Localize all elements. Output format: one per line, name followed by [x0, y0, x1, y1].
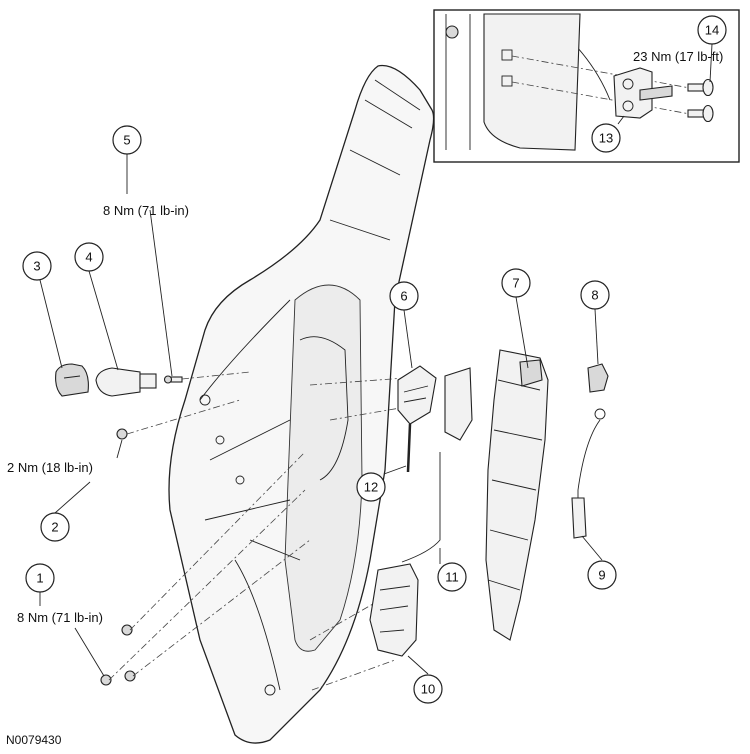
- part-6-latch-actuator: [397, 365, 437, 473]
- callout-8: 8: [580, 280, 610, 310]
- svg-text:14: 14: [705, 23, 719, 38]
- svg-text:3: 3: [33, 259, 40, 274]
- callout-7: 7: [501, 268, 531, 298]
- callout-12: 12: [356, 472, 386, 502]
- torque-label-item-1: 8 Nm (71 lb-in): [17, 610, 103, 625]
- svg-text:5: 5: [123, 133, 130, 148]
- part-4-cylinder: [95, 367, 157, 397]
- rear-door-panel: [168, 64, 435, 744]
- striker-bolts: [687, 78, 714, 123]
- torque-label-item-5: 8 Nm (71 lb-in): [103, 203, 189, 218]
- svg-text:1: 1: [36, 571, 43, 586]
- svg-text:11: 11: [445, 570, 459, 585]
- svg-text:9: 9: [598, 568, 605, 583]
- part-2-nut: [116, 428, 128, 440]
- svg-text:4: 4: [85, 250, 92, 265]
- callout-13: 13: [591, 123, 621, 153]
- svg-text:6: 6: [400, 289, 407, 304]
- part-8-clip: [587, 363, 609, 420]
- svg-text:12: 12: [364, 480, 378, 495]
- part-7-carrier: [444, 349, 549, 641]
- callout-1: 1: [25, 563, 55, 593]
- callout-11: 11: [437, 562, 467, 592]
- part-5-screw: [163, 375, 183, 384]
- figure-id: N0079430: [6, 733, 62, 747]
- svg-text:13: 13: [599, 131, 613, 146]
- callout-5: 5: [112, 125, 142, 155]
- callout-10: 10: [413, 674, 443, 704]
- svg-text:10: 10: [421, 682, 435, 697]
- part-3-cap: [55, 363, 89, 397]
- callout-14: 14: [697, 15, 727, 45]
- part-10-latch: [369, 563, 419, 657]
- torque-label-item-14: 23 Nm (17 lb-ft): [633, 49, 723, 64]
- callout-6: 6: [389, 281, 419, 311]
- callout-4: 4: [74, 242, 104, 272]
- part-1-bolts: [100, 624, 136, 686]
- svg-text:7: 7: [512, 276, 519, 291]
- callout-leaders: [39, 43, 713, 677]
- door-striker: [613, 67, 673, 119]
- part-9-cable: [571, 419, 601, 539]
- torque-label-item-2: 2 Nm (18 lb-in): [7, 460, 93, 475]
- part-11-rod: [401, 452, 441, 563]
- callout-2: 2: [40, 512, 70, 542]
- callout-9: 9: [587, 560, 617, 590]
- callout-3: 3: [22, 251, 52, 281]
- svg-text:2: 2: [51, 520, 58, 535]
- alignment-lines: [108, 371, 406, 691]
- svg-text:8: 8: [591, 288, 598, 303]
